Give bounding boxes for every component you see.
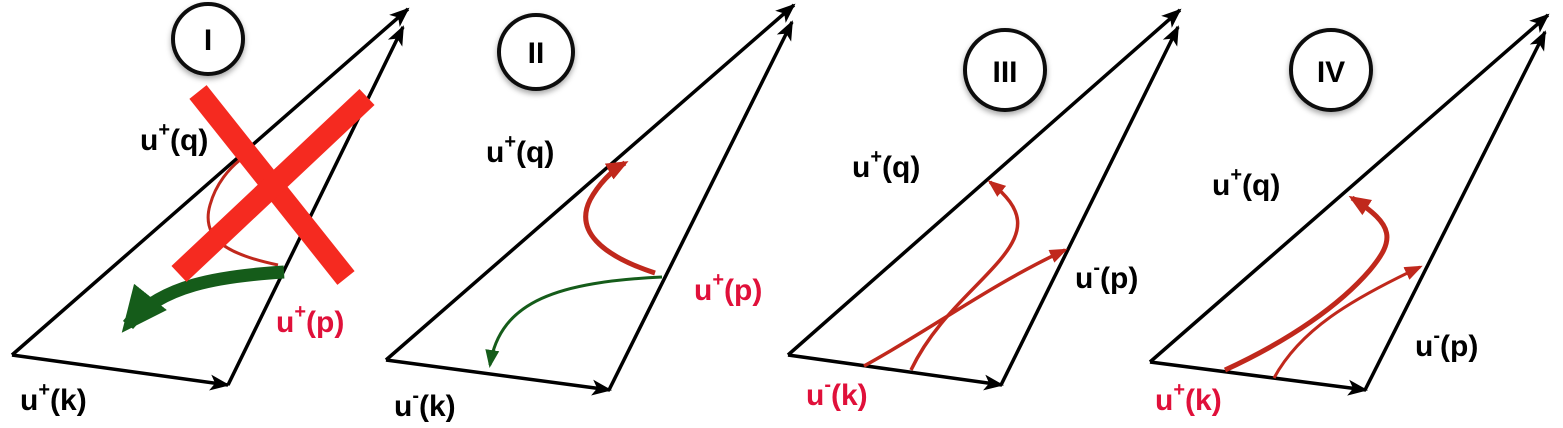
red-curve-I (206, 158, 279, 267)
label-q-I: u+(q) (140, 119, 208, 157)
label-q-III: u+(q) (852, 146, 920, 184)
panel-I: I u+(q) u+(p) u+(k) (10, 2, 410, 417)
red-arrow-k-to-q-IV (1223, 195, 1390, 373)
cross-out-icon (171, 85, 375, 285)
badge-III: III (963, 28, 1047, 112)
badge-I: I (171, 2, 245, 76)
edge-q-II (384, 3, 796, 362)
svg-text:III: III (992, 56, 1017, 89)
label-p-I: u+(p) (276, 301, 344, 339)
red-arrow-k-to-p-IV (1272, 265, 1423, 379)
svg-text:I: I (204, 24, 212, 57)
label-k-IV: u+(k) (1155, 379, 1222, 417)
green-arrow-I (121, 265, 285, 333)
red-arrow-k-to-q-III (909, 180, 1020, 371)
badge-IV: IV (1289, 28, 1373, 112)
edge-p-III (999, 25, 1180, 386)
label-p-IV: u-(p) (1415, 325, 1478, 363)
label-q-II: u+(q) (486, 131, 554, 169)
edge-k-I (11, 353, 230, 391)
edge-k-II (385, 358, 612, 396)
edge-k-III (787, 353, 1004, 391)
green-arrow-II (485, 275, 663, 368)
edge-p-IV (1363, 30, 1547, 391)
label-k-III: u-(k) (806, 374, 868, 412)
edge-q-IV (1148, 13, 1550, 364)
label-k-I: u+(k) (20, 379, 87, 417)
label-p-II: u+(p) (694, 269, 762, 307)
panel-III: III u+(q) u-(p) u-(k) (786, 8, 1182, 412)
edge-q-III (786, 8, 1182, 357)
edge-p-I (226, 25, 405, 386)
label-p-III: u-(p) (1075, 257, 1138, 295)
red-arrow-k-to-p-III (863, 248, 1068, 368)
svg-text:II: II (528, 37, 545, 70)
edge-k-IV (1149, 360, 1368, 396)
panel-II: II u+(q) u+(p) u-(k) (384, 3, 796, 423)
edge-p-II (607, 20, 794, 391)
label-k-II: u-(k) (394, 385, 456, 423)
badge-II: II (497, 13, 575, 91)
label-q-IV: u+(q) (1212, 164, 1280, 202)
panel-IV: IV u+(q) u-(p) u+(k) (1148, 13, 1550, 417)
edge-q-I (10, 7, 410, 357)
svg-text:IV: IV (1317, 56, 1345, 89)
red-arrow-II (583, 160, 656, 276)
